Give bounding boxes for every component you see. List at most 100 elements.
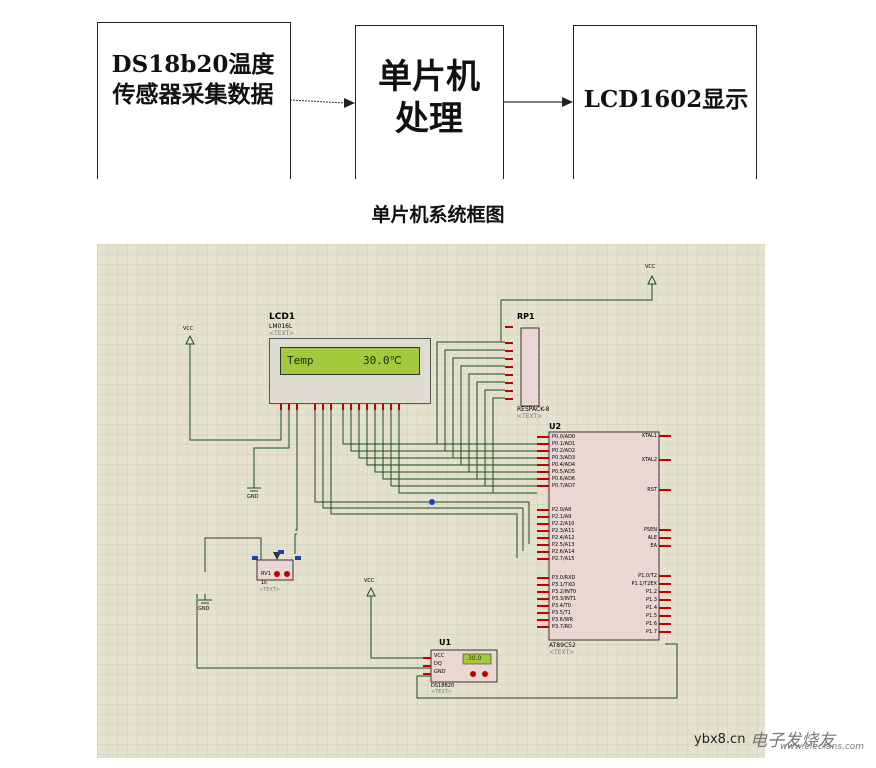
vcc-arrow-u1	[366, 586, 376, 597]
u2-left-pin-label: P2.7/A15	[552, 556, 575, 562]
u2-left-pin-label: P2.3/A11	[552, 528, 575, 534]
rv1-text-tag: <TEXT>	[259, 587, 280, 593]
sensor-block	[97, 22, 291, 179]
u2-left-pin-label: P0.1/AD1	[552, 441, 576, 447]
block-arrows	[289, 97, 573, 108]
rp1-body	[520, 327, 540, 407]
u2-left-pin-label: P0.5/AD5	[552, 469, 576, 475]
u2-left-pin-label: P0.3/AD3	[552, 455, 576, 461]
u2-left-pin-label: P3.6/WR	[552, 617, 574, 623]
u2-left-pin-label: P3.1/TXD	[552, 582, 575, 588]
arrowhead-mcu	[344, 98, 355, 108]
rv1-pin-c	[252, 556, 258, 560]
u1-button-right	[482, 671, 488, 677]
u2-left-pin-label: P2.1/A9	[552, 514, 572, 520]
lcd-module: Temp 30.0℃	[269, 338, 431, 404]
u2-left-pin-label: P3.0/RXD	[552, 575, 576, 581]
u2-right-pin-label: P1.0/T2	[638, 573, 657, 579]
rp1-pins	[505, 326, 513, 400]
lcd-part: LM016L	[269, 323, 293, 330]
u2-right-pin-label: P1.3	[646, 597, 657, 603]
u2-left-pin-label: P2.2/A10	[552, 521, 575, 527]
schematic-drawing	[97, 244, 765, 758]
u1-button-left	[470, 671, 476, 677]
u2-left-pin-label: P3.7/RD	[552, 624, 572, 630]
u2-right-pin-label: PSEN	[643, 527, 657, 533]
u2-left-pin-label: P3.4/T0	[552, 603, 571, 609]
diagram-caption: 单片机系统框图	[371, 204, 505, 226]
u1-readout-bg	[462, 653, 492, 665]
rv1-body	[256, 559, 294, 581]
vcc-arrow-topright	[647, 274, 657, 285]
rp1-name: RP1	[517, 312, 535, 321]
u2-right-pin-label: XTAL2	[641, 457, 657, 463]
display-block	[573, 25, 757, 179]
u2-left-pin-label: P3.3/INT1	[552, 596, 577, 602]
gnd-symbol-lcd	[247, 487, 261, 492]
u2-left-pin-label: P2.6/A14	[552, 549, 575, 555]
u2-text-tag: <TEXT>	[549, 649, 575, 656]
u2-right-pin-label: P1.1/T2EX	[631, 581, 657, 587]
u2-body	[548, 431, 660, 641]
u2-left-pin-label: P0.7/AD7	[552, 483, 576, 489]
u1-pin-vcc: VCC	[434, 653, 445, 659]
lcd-row1-right: 30.0℃	[363, 354, 402, 367]
rv1-name: RV1	[261, 571, 271, 577]
arrow-sensor-to-mcu	[289, 99, 346, 104]
u2-left-pin-label: P0.4/AD4	[552, 462, 576, 468]
power-symbols	[185, 274, 657, 604]
u1-pin-stubs	[423, 657, 431, 675]
vcc-arrow-lcd	[185, 334, 195, 345]
u1-name: U1	[439, 638, 452, 647]
vcc-label-lcd: VCC	[183, 326, 194, 332]
display-block-label: LCD1602显示	[583, 86, 749, 113]
vcc-label-topright: VCC	[645, 264, 656, 270]
u2-right-pin-label: XTAL1	[641, 433, 657, 439]
u2-right-pin-label: P1.5	[646, 613, 657, 619]
watermark-left-text: ybx8.cn	[694, 732, 746, 747]
u2-right-pin-label: RST	[647, 487, 657, 493]
gnd-label-lcd: GND	[247, 494, 259, 500]
u2-right-pin-stubs	[659, 435, 671, 633]
watermark: ybx8.cn 电子发烧友 www.elecfans.com	[694, 724, 870, 754]
watermark-logo-text: 电子发烧友	[750, 731, 835, 751]
rp1-text-tag: <TEXT>	[517, 413, 543, 420]
lcd-name: LCD1	[269, 312, 296, 322]
u2-left-pin-label: P0.2/AD2	[552, 448, 576, 454]
schematic-canvas: LCD1 LM016L <TEXT> Temp 30.0℃ RP1 RESPAC…	[97, 244, 765, 758]
u1-pin-gnd: GND	[434, 669, 446, 675]
rv1-button-right	[284, 571, 290, 577]
wires	[189, 284, 678, 699]
u2-left-pin-label: P3.5/T1	[552, 610, 571, 616]
lcd-text-tag: <TEXT>	[269, 330, 295, 337]
u2-left-pin-label: P0.6/AD6	[552, 476, 576, 482]
u2-right-pin-label: P1.6	[646, 621, 657, 627]
arrowhead-display	[562, 97, 573, 107]
watermark-url: www.elecfans.com	[780, 742, 865, 752]
u2-left-pin-label: P2.4/A12	[552, 535, 575, 541]
u2-right-pin-label: EA	[650, 543, 657, 549]
rv1-value: 1k	[261, 580, 268, 586]
u2-part: AT89C52	[549, 642, 576, 649]
u1-readout: 30.0	[468, 655, 482, 662]
mcu-block-label: 单片机处理	[378, 57, 480, 139]
u1-part: DS18B20	[431, 683, 455, 689]
wire-junction	[429, 499, 435, 505]
u2-left-pin-label: P0.0/AD0	[552, 434, 576, 440]
lcd-row1-left: Temp	[287, 354, 314, 367]
rv1-button-left	[274, 571, 280, 577]
rv1-pin-b	[295, 556, 301, 560]
u2-left-pin-label: P2.5/A13	[552, 542, 575, 548]
u2-name: U2	[549, 422, 562, 431]
sensor-block-label: DS18b20温度传感器采集数据	[111, 51, 275, 108]
gnd-label-pot: GND	[198, 606, 210, 612]
u2-right-pin-label: ALE	[647, 535, 657, 541]
u1-text-tag: <TEXT>	[431, 689, 452, 695]
rv1-pin-a	[278, 550, 284, 554]
gnd-symbol-pot	[198, 599, 212, 604]
u2-right-pin-label: P1.7	[646, 629, 657, 635]
rp1-part: RESPACK-8	[517, 406, 550, 413]
vcc-label-u1: VCC	[364, 578, 375, 584]
u2-left-pin-label: P2.0/A8	[552, 507, 572, 513]
u2-left-pin-label: P3.2/INT0	[552, 589, 577, 595]
